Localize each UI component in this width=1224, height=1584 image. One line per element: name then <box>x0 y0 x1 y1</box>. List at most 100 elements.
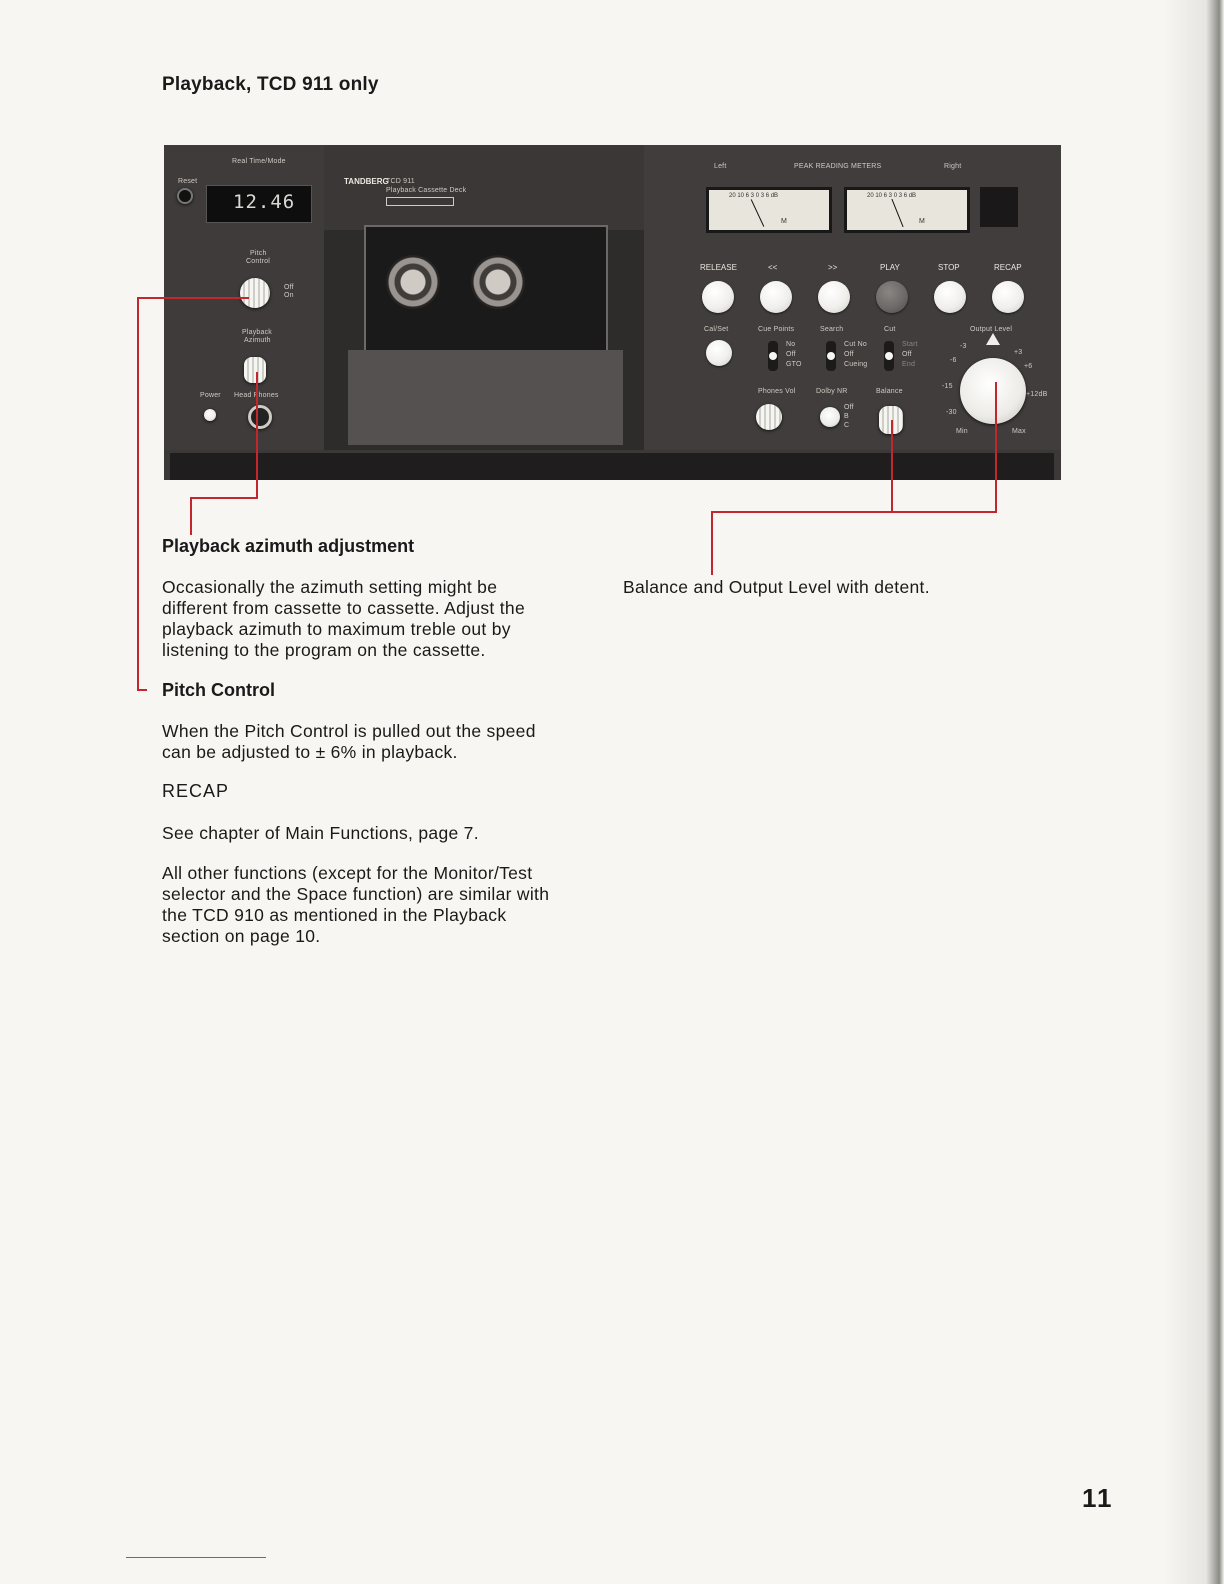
cal-set-label: Cal/Set <box>704 326 729 333</box>
power-button[interactable] <box>204 409 216 421</box>
release-button[interactable] <box>702 281 734 313</box>
cal-set-button[interactable] <box>706 340 732 366</box>
balance-output-leader-drop <box>711 511 713 575</box>
cut-label: Cut <box>884 326 896 333</box>
left-meter-needle <box>750 199 765 227</box>
output-mark-minus30: -30 <box>946 409 957 416</box>
azimuth-paragraph: Occasionally the azimuth setting might b… <box>162 577 525 661</box>
azimuth-leader-horizontal <box>190 497 258 499</box>
playback-azimuth-knob[interactable] <box>244 357 266 383</box>
stop-label: STOP <box>938 263 960 272</box>
power-label: Power <box>200 392 221 399</box>
cut-switch[interactable] <box>884 341 894 371</box>
pitch-on-label: On <box>284 292 294 299</box>
cassette-bay: TANDBERG TCD 911 Playback Cassette Deck <box>324 145 644 450</box>
footer-rule <box>126 1557 266 1558</box>
pitch-leader-vertical <box>137 297 139 690</box>
output-level-label: Output Level <box>970 326 1013 333</box>
azimuth-heading: Playback azimuth adjustment <box>162 536 415 556</box>
release-label: RELEASE <box>700 263 737 272</box>
dolby-nr-selector[interactable] <box>820 407 840 427</box>
cut-off-label: Off <box>902 351 912 358</box>
right-meter-needle <box>891 198 904 228</box>
search-cueing-label: Cueing <box>844 361 868 368</box>
left-meter-m: M <box>781 218 788 225</box>
cassette-window <box>364 225 608 359</box>
search-switch[interactable] <box>826 341 836 371</box>
brand-label: TANDBERG <box>344 177 389 186</box>
page-number: 11 <box>1082 1483 1114 1513</box>
other-line-3: the TCD 910 as mentioned in the Playback <box>162 905 507 925</box>
pitch-paragraph: When the Pitch Control is pulled out the… <box>162 721 536 763</box>
cut-start-label: Start <box>902 341 918 348</box>
output-level-pointer-icon <box>986 333 1000 345</box>
dolby-logo <box>386 197 454 206</box>
rewind-button[interactable] <box>760 281 792 313</box>
other-line-1: All other functions (except for the Moni… <box>162 863 533 883</box>
rewind-label: << <box>768 263 778 272</box>
other-functions-paragraph: All other functions (except for the Moni… <box>162 863 549 947</box>
pitch-off-label: Off <box>284 284 294 291</box>
azimuth-line-4: listening to the program on the cassette… <box>162 640 486 660</box>
left-peak-meter: 20 10 6 3 0 3 6 dB M <box>706 187 832 233</box>
fast-forward-button[interactable] <box>818 281 850 313</box>
search-label: Search <box>820 326 844 333</box>
phones-volume-knob[interactable] <box>756 404 782 430</box>
play-label: PLAY <box>880 263 900 272</box>
cue-points-switch[interactable] <box>768 341 778 371</box>
reset-button[interactable] <box>177 188 193 204</box>
output-min-label: Min <box>956 428 968 435</box>
cue-off-label: Off <box>786 351 796 358</box>
play-button[interactable] <box>876 281 908 313</box>
right-peak-meter: 20 10 6 3 0 3 6 dB M <box>844 187 970 233</box>
pitch-line-1: When the Pitch Control is pulled out the… <box>162 721 536 741</box>
meters-right-label: Right <box>944 163 962 170</box>
output-mark-minus3: -3 <box>960 343 967 350</box>
balance-output-caption: Balance and Output Level with detent. <box>623 577 930 597</box>
counter-display: 12.46 <box>206 185 312 223</box>
real-time-mode-label: Real Time/Mode <box>232 158 286 165</box>
deck-right-panel: Left PEAK READING METERS Right 20 10 6 3… <box>644 145 1061 450</box>
recap-heading: RECAP <box>162 781 230 801</box>
other-line-2: selector and the Space function) are sim… <box>162 884 550 904</box>
right-reel <box>471 255 525 309</box>
cut-end-label: End <box>902 361 916 368</box>
dolby-nr-label: Dolby NR <box>816 388 848 395</box>
azimuth-leader-drop <box>190 497 192 535</box>
output-mark-plus12: +12dB <box>1026 391 1048 398</box>
headphones-jack[interactable] <box>248 405 272 429</box>
phones-vol-label: Phones Vol <box>758 388 796 395</box>
meters-title: PEAK READING METERS <box>794 163 882 170</box>
pitch-label-1: Pitch <box>250 250 267 257</box>
stop-button[interactable] <box>934 281 966 313</box>
azimuth-line-1: Occasionally the azimuth setting might b… <box>162 577 498 597</box>
left-reel <box>386 255 440 309</box>
deck-base <box>170 453 1054 480</box>
cassette-deck-photo: Real Time/Mode Reset 12.46 Pitch Control… <box>164 145 1061 480</box>
azimuth-leader-vertical <box>256 372 258 498</box>
cassette-door-lower <box>348 350 623 445</box>
output-leader-vertical <box>995 382 997 512</box>
model-label: TCD 911 <box>386 178 415 185</box>
dolby-b-label: B <box>844 413 849 420</box>
right-meter-scale: 20 10 6 3 0 3 6 dB <box>867 193 917 199</box>
search-cut-no-label: Cut No <box>844 341 867 348</box>
balance-label: Balance <box>876 388 903 395</box>
pitch-label-2: Control <box>246 258 270 265</box>
pitch-heading: Pitch Control <box>162 680 275 700</box>
pitch-leader-bottom <box>137 689 147 691</box>
counter-value: 12.46 <box>233 191 296 213</box>
balance-leader-vertical <box>891 420 893 512</box>
pitch-control-knob[interactable] <box>240 278 270 308</box>
right-meter-m: M <box>919 218 926 225</box>
pitch-leader-top <box>137 297 249 299</box>
azimuth-label-1: Playback <box>242 329 273 336</box>
dolby-off-label: Off <box>844 404 854 411</box>
cue-points-label: Cue Points <box>758 326 795 333</box>
output-mark-minus15: -15 <box>942 383 953 390</box>
page-heading: Playback, TCD 911 only <box>162 74 379 95</box>
azimuth-line-3: playback azimuth to maximum treble out b… <box>162 619 511 639</box>
other-line-4: section on page 10. <box>162 926 321 946</box>
output-level-knob[interactable] <box>960 358 1026 424</box>
recap-button[interactable] <box>992 281 1024 313</box>
